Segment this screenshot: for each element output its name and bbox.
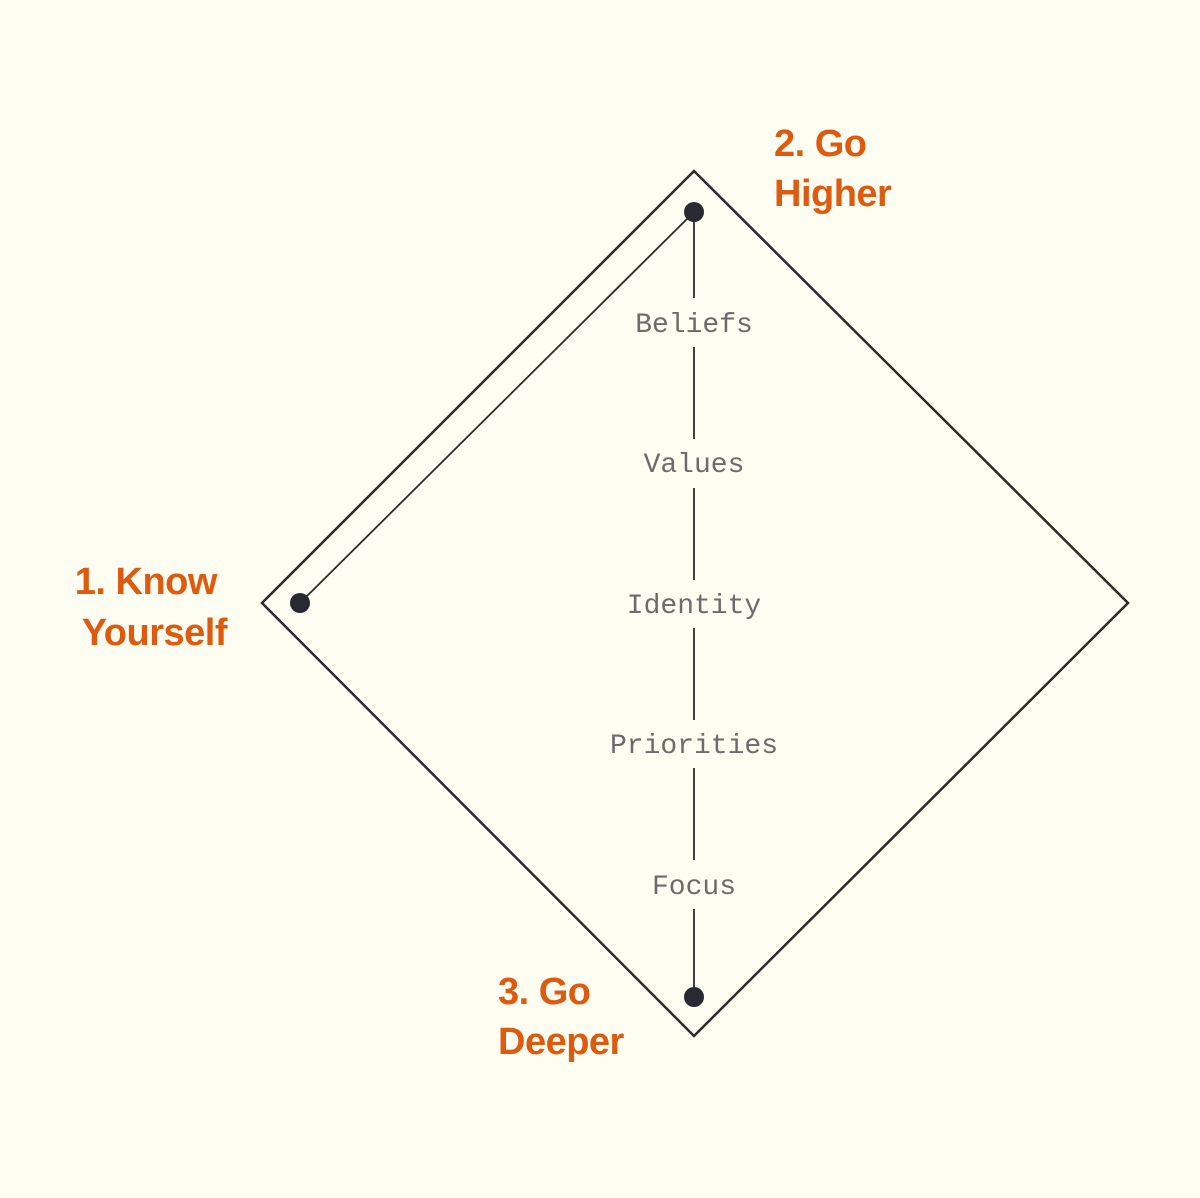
dot-go-deeper [684, 987, 704, 1007]
level-label-identity: Identity [627, 591, 761, 622]
level-label-focus: Focus [652, 872, 736, 903]
diamond-outline [260, 169, 1130, 1038]
dot-go-higher [684, 202, 704, 222]
level-label-beliefs: Beliefs [635, 310, 753, 341]
step-label-go-higher-line2: Higher [774, 173, 892, 215]
step-label-go-deeper-line2: Deeper [498, 1021, 625, 1063]
level-label-priorities: Priorities [610, 731, 778, 762]
step-label-know-yourself-line1: 1. Know [75, 561, 218, 603]
step-label-go-deeper-line1: 3. Go [498, 971, 591, 1013]
step-label-go-higher-line1: 2. Go [774, 123, 867, 165]
dot-know-yourself [290, 593, 310, 613]
ascent-line [299, 211, 695, 604]
step-label-know-yourself: 1. Know Yourself [75, 561, 228, 654]
level-label-values: Values [644, 450, 745, 481]
step-label-go-higher: 2. Go Higher [774, 123, 892, 215]
step-label-know-yourself-line2: Yourself [82, 612, 228, 654]
step-label-go-deeper: 3. Go Deeper [498, 971, 625, 1063]
